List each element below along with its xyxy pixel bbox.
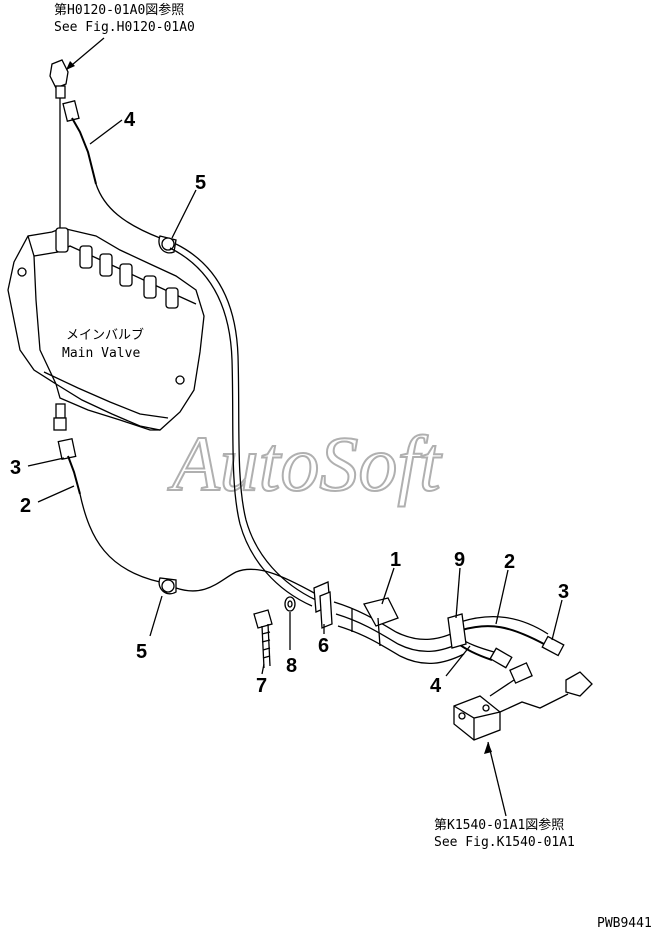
lower-fitting: [53, 403, 67, 431]
callout-labels: 4 5 3 2 5 7 8 6 1 9 2 3 4: [10, 109, 569, 697]
upper-hose: [62, 100, 161, 239]
leader-lines: [27, 119, 563, 677]
long-hose-right-inner: [169, 247, 313, 607]
clamp-lower: [158, 577, 177, 595]
hose-clip: [447, 613, 467, 649]
callout-hose-upper: 4: [124, 109, 136, 131]
callout-bracket: 6: [318, 635, 329, 657]
left-hose-to-bracket: [175, 568, 317, 595]
top-fitting: [49, 59, 69, 232]
callout-hose-clip: 9: [454, 549, 465, 571]
callout-tube-assembly: 1: [390, 549, 401, 571]
bracket: [313, 581, 333, 629]
main-valve: [7, 227, 205, 431]
main-valve-label: メインバルブ Main Valve: [62, 327, 144, 361]
callout-bolt: 7: [256, 675, 267, 697]
right-hose-upper: [459, 616, 565, 657]
tube-assembly: [333, 597, 465, 665]
callout-clamp-upper: 5: [195, 172, 206, 194]
watermark: AutoSoft: [167, 420, 443, 507]
leader-reference-bottom: [487, 741, 507, 817]
sensor-left: [489, 662, 533, 697]
drawing-code: PWB9441: [597, 916, 652, 931]
reference-bottom-en: See Fig.K1540-01A1: [434, 835, 575, 850]
reference-bottom: 第K1540-01A1図参照 See Fig.K1540-01A1: [434, 817, 575, 850]
washer: [284, 596, 296, 612]
connector-block: [453, 695, 501, 741]
arrowhead-reference-top: [66, 61, 75, 70]
callout-nut-right: 3: [558, 581, 569, 603]
arrowhead-reference-bottom: [484, 742, 492, 754]
callout-nut-left: 3: [10, 457, 21, 479]
callout-hose-right: 2: [504, 551, 515, 573]
callout-hose-left: 2: [20, 495, 31, 517]
reference-top-en: See Fig.H0120-01A0: [54, 20, 195, 35]
bolt: [253, 609, 273, 669]
left-hose: [57, 437, 161, 583]
callout-hose-right-lower: 4: [430, 675, 442, 697]
sensor-right: [499, 671, 593, 713]
main-valve-label-en: Main Valve: [62, 346, 140, 361]
callout-clamp-lower: 5: [136, 641, 147, 663]
reference-bottom-ja: 第K1540-01A1図参照: [434, 817, 564, 833]
reference-top-ja: 第H0120-01A0図参照: [54, 2, 184, 18]
main-valve-label-ja: メインバルブ: [66, 327, 144, 343]
callout-washer: 8: [286, 655, 297, 677]
reference-top: 第H0120-01A0図参照 See Fig.H0120-01A0: [54, 2, 195, 35]
long-hose-right: [175, 243, 317, 601]
